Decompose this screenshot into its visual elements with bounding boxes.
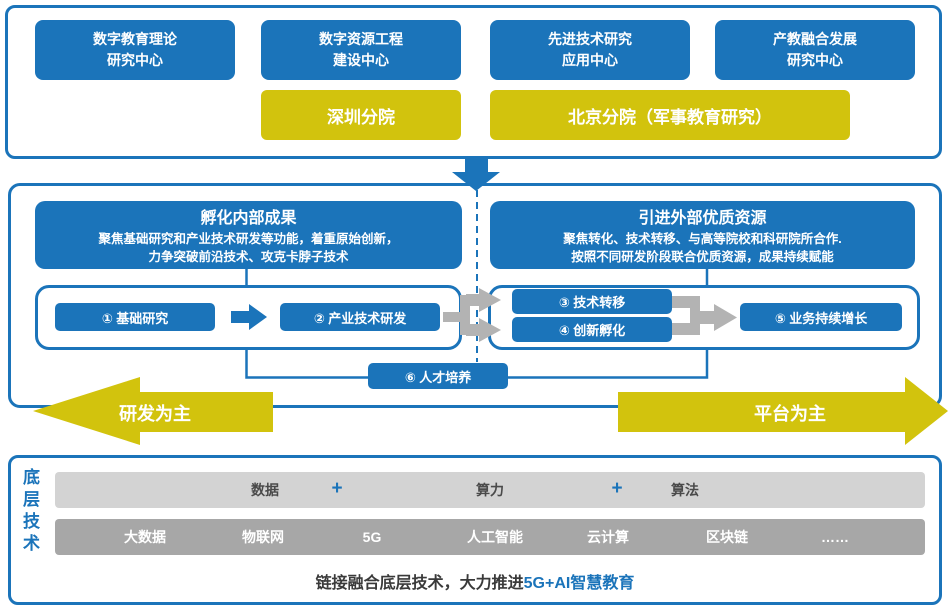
left-header-title: 孵化内部成果 [200,210,297,227]
plus-icon: + [611,478,623,499]
left-yellow-arrow-head [33,377,140,445]
left-arrow-label: 研发为主 [119,404,191,424]
plus-icon: + [331,478,343,499]
branch-box-beijing: 北京分院（军事教育研究） [490,90,850,140]
right-header-box: 引进外部优质资源 聚焦转化、技术转移、与高等院校和科研院所合作. 按照不同研发阶… [490,201,915,269]
left-header-desc: 聚焦基础研究和产业技术研发等功能，着重原始创新， 力争突破前沿技术、攻克卡脖子技… [98,232,399,264]
layer2-item-bigdata: 大数据 [124,529,166,545]
center-box-digital-education-theory: 数字教育理论 研究中心 [35,20,235,80]
step-basic-research: ① 基础研究 [55,303,215,331]
layer2-item-ellipsis: …… [821,529,849,545]
footer-highlight: 5G+AI智慧教育 [523,575,635,592]
bottom-footer-line: 链接融合底层技术，大力推进5G+AI智慧教育 [0,569,950,593]
left-header-box: 孵化内部成果 聚焦基础研究和产业技术研发等功能，着重原始创新， 力争突破前沿技术… [35,201,462,269]
footer-text: 链接融合底层技术，大力推进 [315,575,524,592]
step-talent-cultivation: ⑥ 人才培养 [368,363,508,389]
center-box-digital-resource-engineering: 数字资源工程 建设中心 [261,20,461,80]
layer2-item-cloud: 云计算 [587,529,629,545]
layer2-item-ai: 人工智能 [467,529,523,545]
step-innovation-incubation: ④ 创新孵化 [512,317,672,342]
layer2-item-5g: 5G [362,529,382,545]
right-header-desc: 聚焦转化、技术转移、与高等院校和科研院所合作. 按照不同研发阶段联合优质资源，成… [563,232,842,264]
layer1-item-algorithm: 算法 [671,482,699,498]
center-box-industry-education-integration: 产教融合发展 研究中心 [715,20,915,80]
tech-layer2-bar: 大数据 物联网 5G 人工智能 云计算 区块链 …… [55,519,925,555]
right-yellow-arrow-body [618,392,905,432]
center-box-advanced-technology: 先进技术研究 应用中心 [490,20,690,80]
layer1-item-data: 数据 [251,482,279,498]
branch-box-shenzhen: 深圳分院 [261,90,461,140]
layer1-item-computing-power: 算力 [476,482,504,498]
step-business-growth: ⑤ 业务持续增长 [740,303,902,331]
right-arrow-label: 平台为主 [754,404,826,424]
bottom-side-label: 底层技术 [20,468,39,556]
right-yellow-arrow-head [905,377,948,445]
layer2-item-iot: 物联网 [242,529,284,545]
layer2-item-blockchain: 区块链 [706,529,748,545]
step-industrial-rd: ② 产业技术研发 [280,303,440,331]
step-technology-transfer: ③ 技术转移 [512,289,672,314]
tech-layer1-bar: 数据 + 算力 + 算法 [55,472,925,508]
right-header-title: 引进外部优质资源 [638,210,767,227]
left-yellow-arrow-body [140,392,273,432]
